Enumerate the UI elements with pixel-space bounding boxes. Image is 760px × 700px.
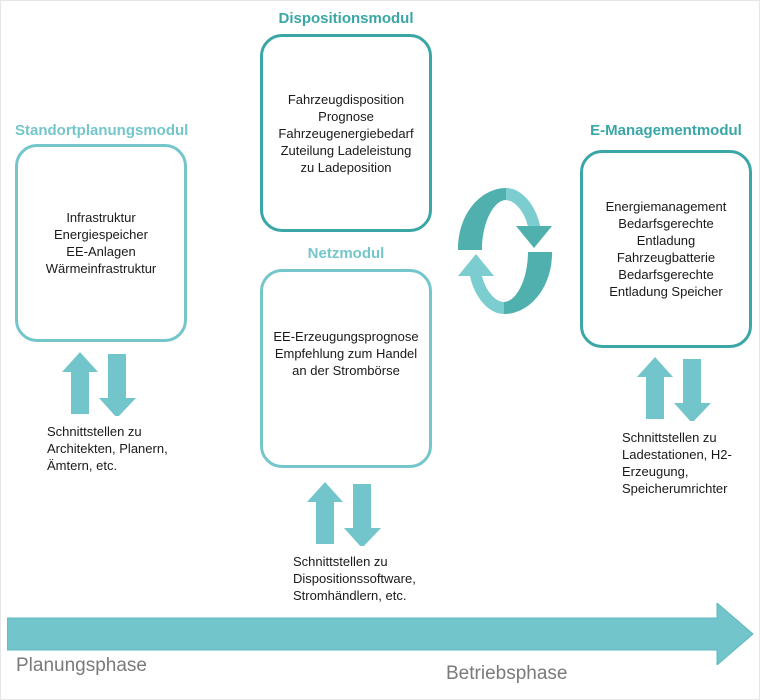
e-managementmodul-line: Entladung: [636, 233, 696, 248]
interface-line: Stromhändlern, etc.: [293, 588, 407, 603]
interface-line: Architekten, Planern,: [47, 441, 168, 456]
interface-line: Ladestationen, H2-: [622, 447, 732, 462]
standortplanungsmodul-line: Wärmeinfrastruktur: [45, 261, 157, 276]
interface-line: Ämtern, etc.: [47, 458, 118, 473]
standortplanungsmodul-content: Infrastruktur Energiespeicher EE-Anlagen…: [46, 209, 157, 277]
e-managementmodul-line: Fahrzeugbatterie: [616, 250, 716, 265]
interface-line: Erzeugung,: [622, 464, 689, 479]
e-managementmodul-box: Energiemanagement Bedarfsgerechte Entlad…: [580, 150, 752, 348]
netz-interface-arrows-icon: [307, 482, 383, 546]
emanagement-interface-arrows-icon: [637, 357, 713, 421]
netzmodul-title: Netzmodul: [307, 245, 385, 262]
dispositionsmodul-line: zu Ladeposition: [300, 159, 392, 175]
e-managementmodul-line: Bedarfsgerechte: [618, 267, 714, 282]
phase-label-planning: Planungsphase: [16, 655, 147, 676]
e-managementmodul-line: Bedarfsgerechte: [618, 216, 714, 231]
interface-line: Dispositionssoftware,: [293, 571, 416, 586]
netzmodul-content: EE-Erzeugungsprognose Empfehlung zum Han…: [273, 328, 418, 379]
arrow-down: [99, 354, 136, 416]
netzmodul-box: EE-Erzeugungsprognose Empfehlung zum Han…: [260, 269, 432, 468]
e-managementmodul-content: Energiemanagement Bedarfsgerechte Entlad…: [606, 198, 727, 300]
e-managementmodul-line: Energiemanagement: [605, 199, 727, 214]
standort-interfaces-text: Schnittstellen zu Architekten, Planern, …: [47, 423, 168, 474]
dispositionsmodul-box: Fahrzeugdisposition Prognose Fahrzeugene…: [260, 34, 432, 232]
netz-interfaces-text: Schnittstellen zu Dispositionssoftware, …: [293, 553, 416, 604]
dispositionsmodul-content: Fahrzeugdisposition Prognose Fahrzeugene…: [278, 91, 413, 176]
e-managementmodul-title: E-Managementmodul: [590, 122, 742, 139]
netzmodul-line: Empfehlung zum Handel: [274, 346, 418, 361]
dispositionsmodul-line: Fahrzeugdisposition: [287, 91, 405, 107]
emanagement-interfaces-text: Schnittstellen zu Ladestationen, H2- Erz…: [622, 429, 732, 497]
standort-interface-arrows-icon: [62, 352, 138, 416]
standortplanungsmodul-line: Energiespeicher: [54, 227, 148, 242]
interface-line: Speicherumrichter: [622, 481, 728, 496]
dispositionsmodul-title: Dispositionsmodul: [278, 10, 414, 27]
dispositionsmodul-line: Fahrzeugenergiebedarf: [278, 125, 414, 141]
dispositionsmodul-line: Prognose: [318, 108, 374, 124]
timeline-arrow-icon: [7, 603, 755, 665]
dispositionsmodul-line: Zuteilung Ladeleistung: [280, 142, 412, 158]
e-managementmodul-line: Entladung Speicher: [609, 284, 723, 299]
cycle-arrows-icon: [452, 186, 558, 316]
phase-label-operation: Betriebsphase: [446, 663, 568, 684]
interface-line: Schnittstellen zu: [293, 554, 388, 569]
arrow-up: [62, 352, 98, 414]
standortplanungsmodul-line: EE-Anlagen: [66, 244, 136, 259]
standortplanungsmodul-line: Infrastruktur: [66, 210, 136, 225]
interface-line: Schnittstellen zu: [622, 430, 717, 445]
interface-line: Schnittstellen zu: [47, 424, 142, 439]
netzmodul-line: EE-Erzeugungsprognose: [273, 329, 419, 344]
standortplanungsmodul-box: Infrastruktur Energiespeicher EE-Anlagen…: [15, 144, 187, 342]
netzmodul-line: an der Strombörse: [292, 363, 400, 378]
standortplanungsmodul-title: Standortplanungsmodul: [15, 122, 189, 139]
